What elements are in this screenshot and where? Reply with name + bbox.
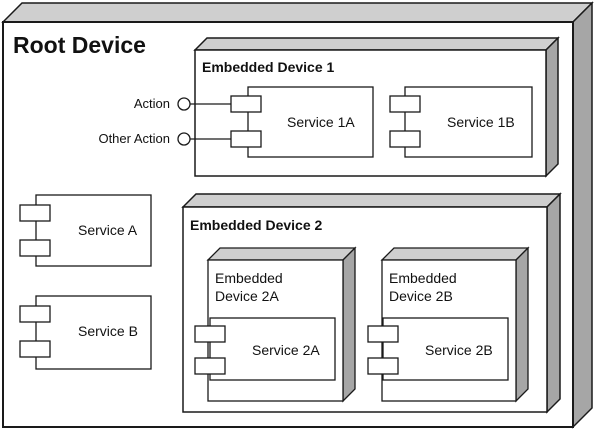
embedded-device-2b-side-face — [515, 246, 529, 403]
embedded-device-2b-top-face — [380, 247, 530, 261]
service-1a-component: Service 1A — [230, 86, 374, 158]
service-1a-label: Service 1A — [287, 114, 355, 130]
service-b-component: Service B — [19, 295, 152, 370]
embedded-device-2a-label-line2: Device 2A — [215, 288, 279, 304]
embedded-device-2-top-face — [181, 193, 562, 208]
service-2b-port-bottom — [367, 357, 399, 375]
service-2a-component: Service 2A — [194, 317, 336, 381]
embedded-device-1-side-face — [545, 36, 559, 178]
embedded-device-2a-label-line1: Embedded — [215, 270, 283, 286]
other-action-interface-label: Other Action — [98, 131, 170, 146]
service-a-label: Service A — [78, 222, 138, 238]
root-device-side-face — [572, 1, 593, 429]
service-b-label: Service B — [78, 323, 138, 339]
service-1b-port-bottom — [389, 130, 421, 148]
service-b-port-bottom — [19, 340, 51, 358]
service-2a-port-top — [194, 325, 226, 343]
embedded-device-1-label: Embedded Device 1 — [202, 59, 334, 75]
embedded-device-2b: Embedded Device 2B Service 2B — [367, 246, 530, 403]
action-interface-icon — [177, 97, 191, 111]
embedded-device-2a-side-face — [342, 246, 356, 403]
embedded-device-2a: Embedded Device 2A Service 2A — [194, 246, 357, 403]
action-interface: Action — [134, 96, 231, 111]
service-2b-component: Service 2B — [367, 317, 509, 381]
service-2a-box — [209, 317, 336, 381]
root-device-label: Root Device — [13, 32, 146, 58]
embedded-device-2b-label-line1: Embedded — [389, 270, 457, 286]
embedded-device-2-label: Embedded Device 2 — [190, 217, 322, 233]
service-a-box — [35, 194, 152, 267]
service-a-port-top — [19, 204, 51, 222]
service-b-box — [35, 295, 152, 370]
root-device-top-face — [1, 2, 594, 23]
embedded-device-2a-top-face — [206, 247, 357, 261]
embedded-device-1-top-face — [193, 37, 560, 51]
service-2b-port-top — [367, 325, 399, 343]
service-b-port-top — [19, 305, 51, 323]
service-1a-port-top — [230, 95, 262, 113]
action-interface-label: Action — [134, 96, 170, 111]
service-2b-label: Service 2B — [425, 342, 493, 358]
service-2a-label: Service 2A — [252, 342, 320, 358]
service-1b-port-top — [389, 95, 421, 113]
embedded-device-2: Embedded Device 2 Embedded Device 2A Ser… — [181, 192, 562, 414]
embedded-device-2b-label-line2: Device 2B — [389, 288, 453, 304]
embedded-device-1: Embedded Device 1 Service 1A Service 1B … — [98, 36, 560, 178]
embedded-device-2-side-face — [546, 192, 561, 414]
service-a-component: Service A — [19, 194, 152, 267]
service-2a-port-bottom — [194, 357, 226, 375]
service-1b-component: Service 1B — [389, 86, 533, 158]
service-1a-port-bottom — [230, 130, 262, 148]
service-a-port-bottom — [19, 239, 51, 257]
service-1b-box — [404, 86, 533, 158]
service-1a-box — [247, 86, 374, 158]
service-1b-label: Service 1B — [447, 114, 515, 130]
other-action-interface-icon — [177, 132, 191, 146]
service-2b-box — [382, 317, 509, 381]
other-action-interface: Other Action — [98, 131, 231, 146]
